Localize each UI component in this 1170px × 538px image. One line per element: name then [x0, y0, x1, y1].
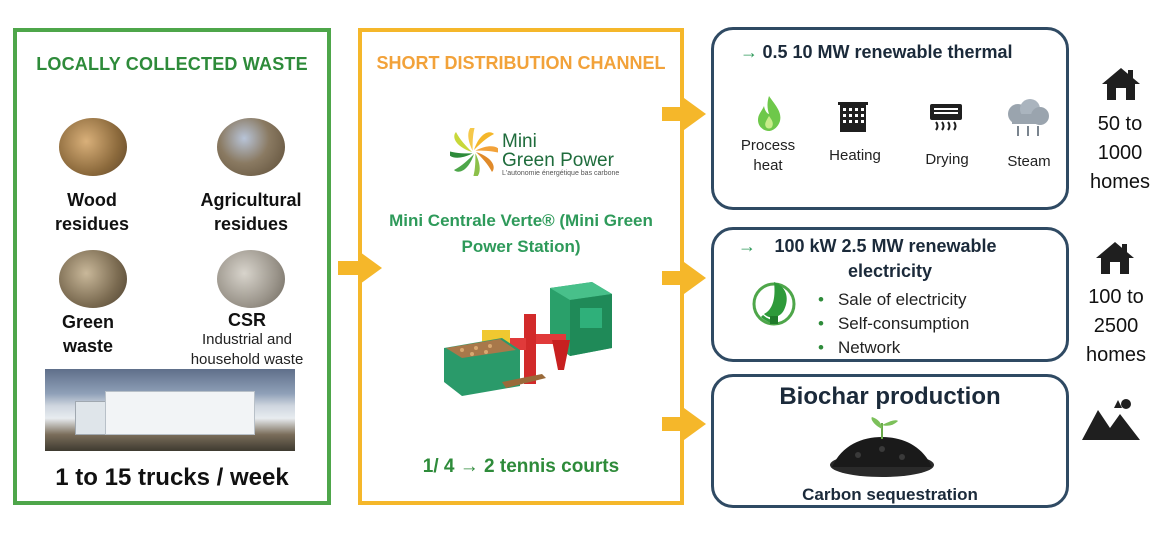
electricity-title-2: electricity: [847, 261, 933, 281]
thermal-panel: → 0.5 10 MW renewable thermal Process he…: [711, 27, 1069, 210]
building-icon: [838, 102, 868, 132]
channel-panel: SHORT DISTRIBUTION CHANNEL Mini Green Po…: [358, 28, 684, 505]
logo-tagline: L'autonomie énergétique bas carbone: [502, 170, 620, 177]
soil-improvement-icon: [1082, 399, 1140, 440]
logo-wordmark: Mini Green Power: [502, 131, 614, 171]
dryer-icon: [930, 104, 962, 131]
trucks-per-week: 1 to 15 trucks / week: [55, 464, 289, 491]
csr-image: [217, 250, 285, 308]
house-icon: [1102, 68, 1140, 100]
list-item: Network: [818, 336, 969, 360]
arrow-to-electricity: [662, 262, 706, 294]
thermal-homes: 50 to 1000 homes: [1089, 113, 1151, 193]
agricultural-residues-image: [217, 118, 285, 176]
house-icon: [1096, 242, 1134, 274]
wood-residues-label: Wood residues: [54, 190, 130, 234]
biochar-panel: Biochar production Carbon sequestration: [711, 374, 1069, 508]
thermal-heading: → 0.5 10 MW renewable thermal: [740, 42, 1013, 63]
arrow-to-biochar: [662, 408, 706, 440]
arrow-to-thermal: [662, 98, 706, 130]
electricity-heading: → 100 kW 2.5 MW renewable: [738, 236, 1058, 257]
waste-title: LOCALLY COLLECTED WASTE: [36, 54, 308, 74]
biochar-pile-image: [830, 417, 934, 477]
green-waste-label: Green waste: [61, 312, 115, 356]
green-electricity-icon: [752, 282, 796, 326]
thermal-title: 0.5 10 MW renewable thermal: [762, 42, 1013, 62]
sun-logo-icon: [450, 128, 498, 176]
arrow-right-icon: →: [740, 42, 758, 62]
channel-title: SHORT DISTRIBUTION CHANNEL: [376, 53, 666, 73]
tennis-courts-footprint: 1/ 4 → 2 tennis courts: [422, 456, 620, 477]
waste-panel: LOCALLY COLLECTED WASTE Wood residues Ag…: [13, 28, 331, 505]
biochar-title: Biochar production: [779, 383, 1001, 410]
power-station-illustration: [444, 282, 612, 396]
agricultural-residues-label: Agricultural residues: [200, 190, 302, 234]
process-heat-label: Process heat: [740, 137, 796, 174]
station-title: Mini Centrale Verte® (Mini Green Power S…: [389, 211, 653, 256]
steam-icon: [1008, 99, 1049, 136]
truck-photo: [45, 369, 295, 451]
list-item: Sale of electricity: [818, 288, 969, 312]
carbon-sequestration-label: Carbon sequestration: [802, 485, 978, 504]
steam-label: Steam: [1007, 153, 1051, 170]
green-waste-image: [59, 250, 127, 308]
electricity-title-1: 100 kW 2.5 MW renewable: [774, 236, 997, 256]
heating-label: Heating: [829, 147, 881, 164]
flame-icon: [758, 96, 781, 131]
list-item: Self-consumption: [818, 312, 969, 336]
electricity-panel: → 100 kW 2.5 MW renewable electricity Sa…: [711, 227, 1069, 362]
csr-sublabel: Industrial and household waste: [190, 331, 304, 368]
electricity-uses-list: Sale of electricity Self-consumption Net…: [818, 288, 969, 360]
csr-label: CSR: [227, 310, 266, 330]
drying-label: Drying: [925, 151, 969, 168]
arrow-right-icon: →: [738, 236, 756, 256]
mini-green-power-logo: Mini Green Power L'autonomie énergétique…: [450, 128, 620, 180]
wood-residues-image: [59, 118, 127, 176]
electricity-homes: 100 to 2500 homes: [1085, 286, 1147, 366]
